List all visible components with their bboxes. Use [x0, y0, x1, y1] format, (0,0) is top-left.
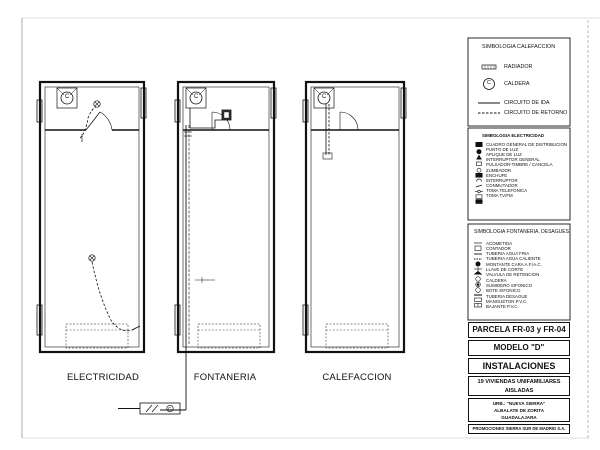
bote-sifonico-icon [221, 109, 232, 121]
legend-electricidad-item: TOMA TELEFONICA [486, 187, 528, 193]
legend-fontaneria-item: BAJANTE P.V.C. [486, 304, 519, 310]
contador-icon [118, 402, 181, 415]
legend-caldera-letter: C [487, 80, 491, 86]
plan-electricidad [36, 80, 147, 354]
legend-fontaneria-item: BOTE SIFONICO [486, 288, 521, 294]
plan-fontaneria [160, 80, 277, 411]
legend-fontaneria-item: ACOMETIDA [486, 240, 513, 246]
legend-fontaneria-item: VALVULA DE RETENCION [486, 272, 540, 278]
legend-electricidad-item: ZUMBADOR [486, 167, 512, 173]
title-viviendas: 19 VIVIENDAS UNIFAMILIARES AISLADAS [468, 376, 570, 396]
radiador-icon [481, 64, 497, 70]
title-viviendas-line-1: 19 VIVIENDAS UNIFAMILIARES [477, 379, 561, 385]
caldera-icon [313, 87, 335, 109]
plan-calefaccion [302, 80, 407, 354]
legend-circuito-ida: CIRCUITO DE IDA [504, 100, 550, 106]
legend-caldera: CALDERA [504, 81, 530, 87]
legend-electricidad-item: ENCHUFE [486, 172, 508, 178]
plan-label-calefaccion: CALEFACCION [322, 372, 392, 383]
legend-fontaneria-item: SUMIDERO SIFONICO [486, 282, 533, 288]
legend-electricidad-item: CUADRO GENERAL DE DISTRIBUCION [486, 142, 568, 147]
punto-de-luz-icon [93, 100, 101, 108]
legend-electricidad-symbols [475, 142, 483, 204]
legend-fontaneria-item: TUBERIA DESAGUE [486, 293, 528, 299]
title-parcela: PARCELA FR-03 y FR-04 [468, 322, 570, 338]
plan-label-fontaneria: FONTANERIA [193, 372, 257, 383]
caldera-letter: C [194, 94, 199, 100]
legend-radiador: RADIADOR [504, 64, 533, 70]
legend-electricidad-item: TOMA TV/FM [486, 193, 513, 198]
legend-electricidad-item: PULSADOR-TIMBRE / CANCELA [486, 162, 553, 168]
legend-calefaccion-symbols [478, 64, 500, 114]
legend-fontaneria-item: MANGUETON P.V.C. [486, 298, 528, 304]
legend-calefaccion-title: SIMBOLOGIA CALEFACCION [482, 44, 556, 50]
legend-electricidad-item: INTERRUPTOR [486, 177, 518, 183]
title-ubicacion: URB.: "NUEVA SIERRA" ALBALATE DE ZORITA … [468, 398, 570, 422]
legend-frames [467, 37, 571, 321]
title-urb: URB.: "NUEVA SIERRA" [492, 401, 546, 406]
title-modelo: MODELO "D" [468, 340, 570, 356]
legend-fontaneria-item: CALDERA [486, 277, 507, 283]
legend-fontaneria-item: TUBERIA AGUA CALIENTE [486, 256, 541, 262]
legend-fontaneria-item: CONTADOR [486, 245, 511, 251]
legend-fontaneria-item: LLAVE DE CORTE [486, 267, 524, 272]
title-provincia: GUADALAJARA [501, 415, 537, 420]
title-lugar: ALBALATE DE ZORITA [493, 408, 545, 413]
legend-electricidad-item: APLIQUE DE LUZ [486, 152, 522, 158]
punto-de-luz-icon [88, 254, 96, 262]
legend-fontaneria-item: MONTANTE CARA A.F./A.C. [486, 261, 542, 267]
legend-circuito-retorno: CIRCUITO DE RETORNO [504, 110, 568, 116]
legend-electricidad-item: CONMUTADOR [486, 182, 518, 188]
plan-label-electricidad: ELECTRICIDAD [66, 372, 140, 383]
legend-fontaneria-title: SIMBOLOGIA FONTANERIA, DESAGUES: [474, 229, 571, 235]
legend-electricidad-item: INTERRUPTOR GENERAL [486, 157, 540, 163]
legend-fontaneria-symbols [473, 242, 483, 308]
title-instalaciones: INSTALACIONES [468, 358, 570, 374]
legend-fontaneria-item: TUBERIA AGUA FRIA [486, 251, 530, 257]
legend-electricidad-title: SIMBOLOGIA ELECTRICIDAD [482, 133, 545, 138]
caldera-letter: C [322, 94, 327, 100]
legend-electricidad-item: PUNTO DE LUZ [486, 147, 519, 153]
contador-letter: C [168, 406, 172, 411]
caldera-icon [483, 78, 495, 90]
title-viviendas-line-2: AISLADAS [504, 387, 534, 394]
caldera-icon [185, 87, 207, 109]
caldera-letter: C [65, 94, 70, 100]
caldera-icon [56, 87, 78, 109]
title-promotor: PROMOCIONES SIERRA SUR DE MADRID S.A. [468, 424, 570, 434]
